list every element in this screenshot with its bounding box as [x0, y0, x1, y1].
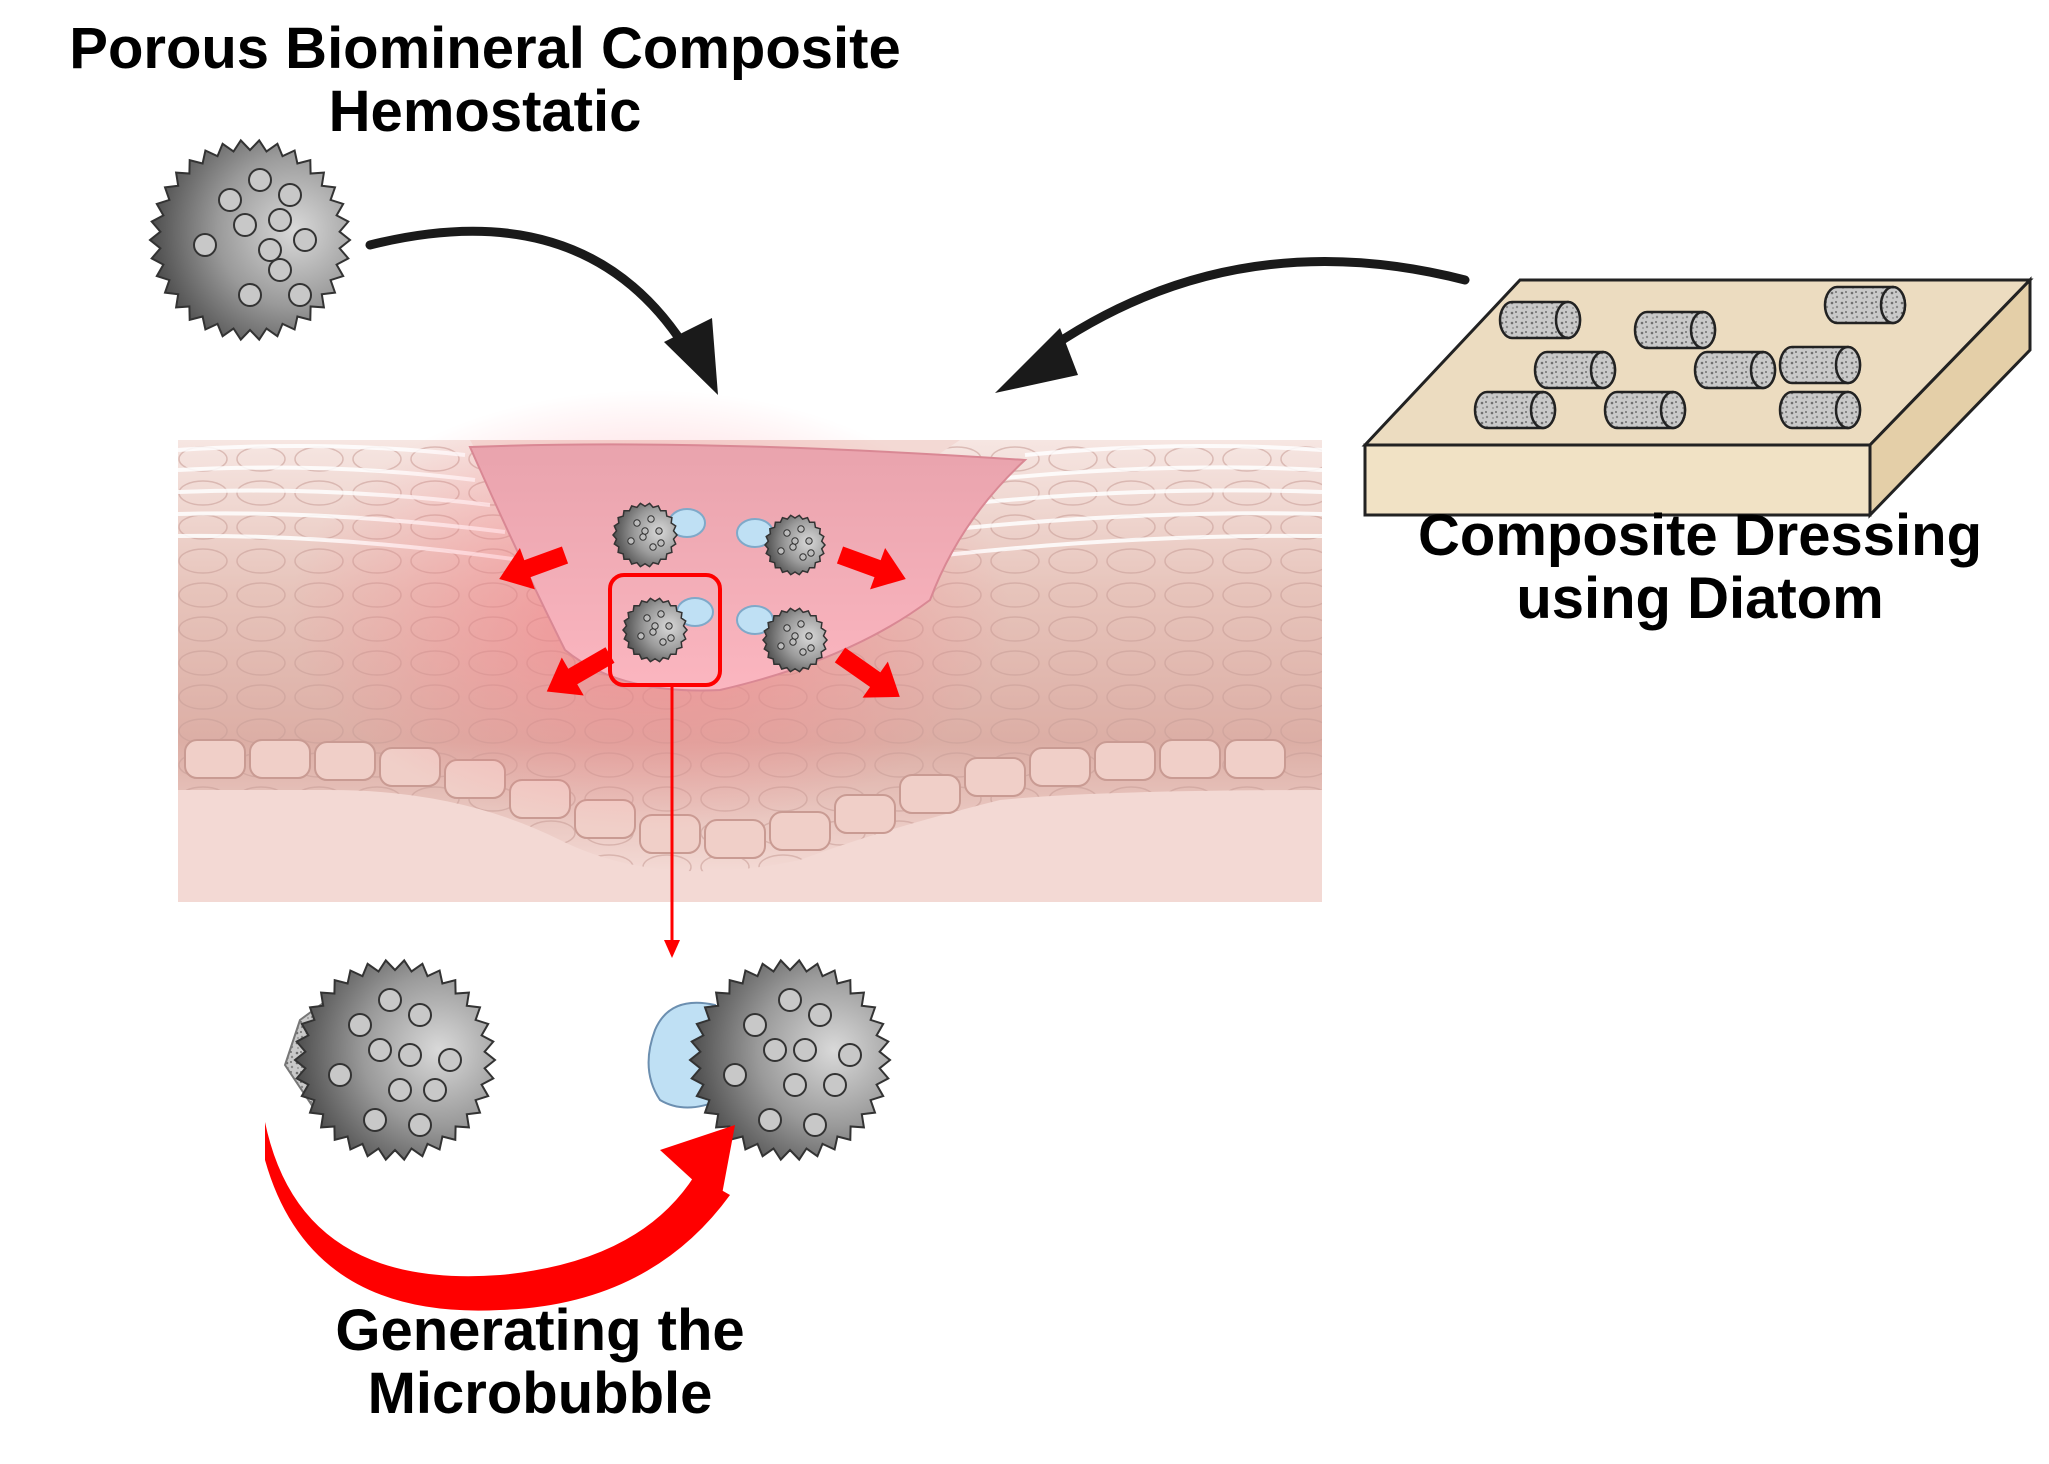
diatom-cylinder: [1498, 300, 1582, 340]
pore: [627, 537, 635, 545]
pore: [783, 624, 791, 632]
pore: [639, 533, 647, 541]
hemostatic-particle: [148, 138, 352, 342]
pore: [651, 622, 659, 630]
hemostatic-label-line-1: Porous Biomineral Composite: [69, 16, 901, 81]
hemostatic-label: Porous Biomineral Composite Hemostatic: [15, 16, 955, 144]
pore: [805, 632, 813, 640]
diatom-cylinder: [1473, 390, 1557, 430]
highlight-box: [608, 573, 722, 687]
pore: [633, 519, 641, 527]
red-curved-arrow: [265, 1122, 735, 1311]
porous-sphere: [293, 958, 497, 1162]
pore: [777, 547, 785, 555]
pore: [777, 642, 785, 650]
black-arrow-left: [365, 226, 718, 395]
dressing-side: [1868, 276, 2032, 519]
pore: [657, 539, 665, 547]
diatom-cylinder: [1778, 390, 1862, 430]
porous-sphere: [688, 958, 892, 1162]
pore: [797, 620, 805, 628]
pore: [789, 638, 797, 646]
bottom-particle-before: [283, 958, 497, 1162]
hemostatic-label-line-2: Hemostatic: [328, 78, 642, 144]
microbubble-label-line-1: Generating the: [335, 1298, 745, 1363]
diatom-cylinder: [1633, 310, 1717, 350]
pore: [641, 527, 649, 535]
pore: [659, 638, 667, 646]
pore: [667, 634, 675, 642]
diatom-cylinder: [1823, 285, 1907, 325]
black-arrow-right: [995, 257, 1470, 393]
skin-cross-section: [177, 390, 1323, 902]
wound-particle-4: [736, 605, 828, 673]
microbubble-label-line-2: Microbubble: [367, 1360, 713, 1426]
pore: [791, 537, 799, 545]
pore: [649, 628, 657, 636]
pores: [723, 988, 862, 1137]
red-outward-arrows: [499, 546, 906, 698]
pore: [643, 614, 651, 622]
skin-top-lines-right: [944, 444, 1323, 557]
wound-particle-1: [612, 502, 706, 568]
red-connector-arrow: [664, 686, 680, 958]
diatom-cylinder: [1778, 345, 1862, 385]
diatom-cylinder: [1603, 390, 1687, 430]
wound-particle-3: [622, 597, 714, 663]
pore: [807, 644, 815, 652]
pore: [799, 648, 807, 656]
pore: [649, 543, 657, 551]
pore: [797, 525, 805, 533]
pore: [637, 632, 645, 640]
red-arrow-upper-left: [499, 546, 569, 590]
dressing-label-line-1: Composite Dressing: [1418, 503, 1982, 568]
pore: [805, 537, 813, 545]
diatom-cylinder: [1693, 350, 1777, 390]
pore: [655, 527, 663, 535]
pore: [665, 622, 673, 630]
diatom-cylinder: [1533, 350, 1617, 390]
red-arrow-lower-right: [834, 647, 900, 698]
red-arrow-upper-right: [836, 546, 906, 590]
pore: [791, 632, 799, 640]
dressing-label: Composite Dressing using Diatom: [1380, 503, 2020, 631]
pore: [647, 515, 655, 523]
pore: [807, 549, 815, 557]
pore: [657, 610, 665, 618]
pore: [799, 553, 807, 561]
pores: [193, 168, 317, 307]
bottom-particle-after: [647, 958, 892, 1162]
pores: [328, 988, 462, 1137]
microbubble-label: Generating the Microbubble: [250, 1298, 830, 1426]
pore: [783, 529, 791, 537]
pore: [789, 543, 797, 551]
diatom-cylinders: [1473, 285, 1907, 430]
porous-sphere: [148, 138, 352, 342]
dressing-label-line-2: using Diatom: [1516, 565, 1884, 631]
red-arrow-lower-left: [546, 647, 615, 696]
wound-particle-2: [736, 514, 826, 576]
